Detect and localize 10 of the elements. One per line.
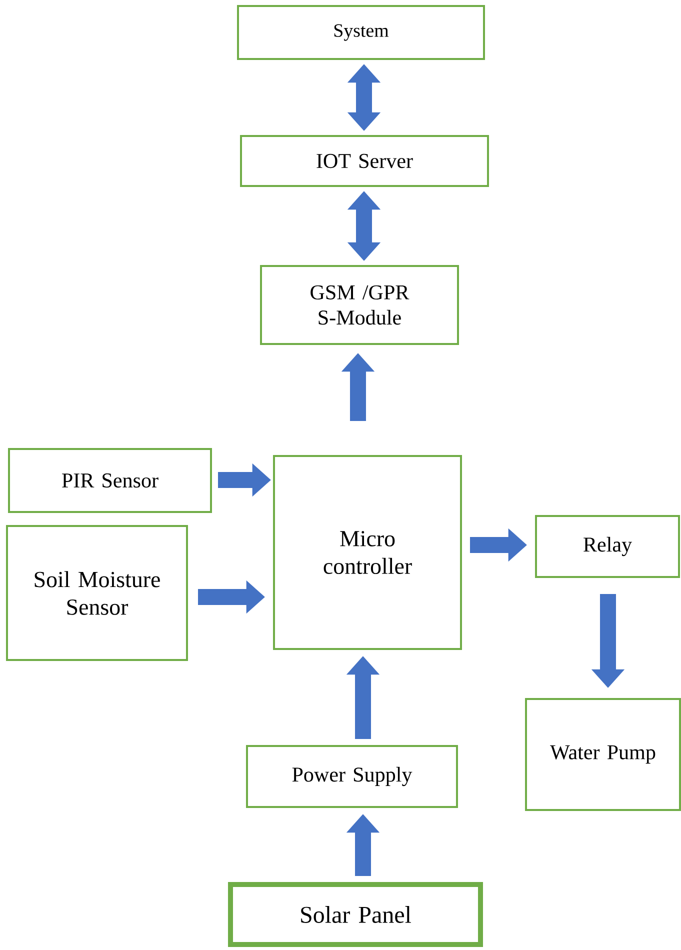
process-box: Water Pump [525,698,681,811]
process-box: System [237,5,485,60]
process-box: Micro controller [273,455,462,650]
process-box: PIR Sensor [8,448,212,513]
process-box: GSM /GPR S-Module [260,265,459,345]
process-box: Soil Moisture Sensor [6,525,188,661]
process-box: Solar Panel [228,882,483,947]
process-box: Power Supply [246,745,458,808]
process-box: Relay [535,515,680,578]
process-box: IOT Server [240,135,489,187]
